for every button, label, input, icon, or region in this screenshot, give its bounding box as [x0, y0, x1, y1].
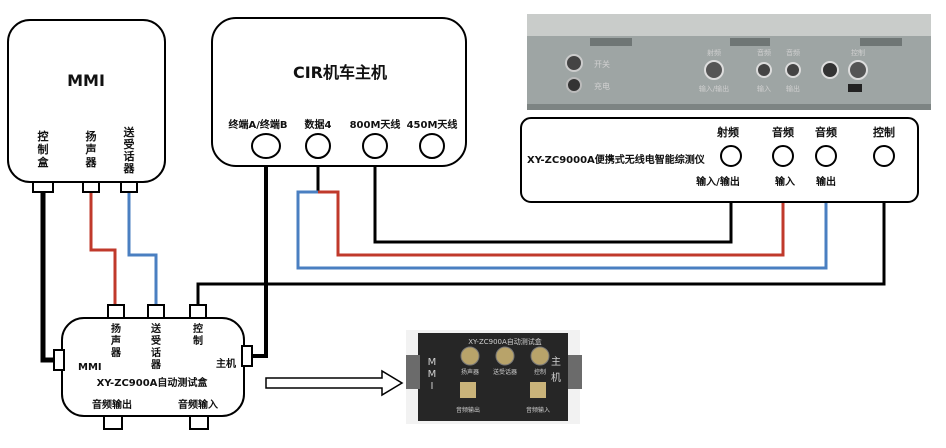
tester-port-audio-in-label: 音频: [772, 125, 794, 139]
tester-label-in: 输入: [775, 175, 795, 188]
box-photo-title: XY-ZC900A自动测试盒: [468, 337, 542, 346]
mmi-port-control: [32, 181, 54, 193]
mmi-port-handset: [120, 181, 138, 193]
box-photo-speaker: 扬声器: [461, 368, 479, 376]
cir-port-terminal: [251, 133, 281, 159]
mmi-port-label-handset: 送受话器: [123, 125, 136, 175]
wire-rf: [373, 158, 733, 244]
wire-mmi-control: [40, 190, 62, 363]
box-photo-audio-out: 音频输出: [456, 406, 480, 414]
tester-port-rf-label: 射频: [716, 125, 739, 139]
wire-speaker: [89, 188, 117, 305]
wire-handset: [127, 190, 158, 305]
photo-label-rf-io: 输入/输出: [699, 84, 729, 93]
cir-port-data-label: 数据4: [305, 118, 332, 131]
box-port-control: [189, 304, 207, 319]
box-photo-audio-in: 音频输入: [526, 406, 550, 414]
cir-port-terminal-label: 终端A/终端B: [228, 118, 287, 131]
wire-data4-blue: [296, 168, 828, 270]
photo-label-in: 输入: [757, 84, 771, 93]
photo-label-control: 控制: [851, 48, 865, 57]
box-port-mmi: [53, 349, 65, 371]
arrow-to-photo: [265, 369, 404, 397]
mmi-port-speaker: [82, 181, 100, 193]
cir-port-450: [419, 133, 445, 159]
box-port-label-control: 控制: [193, 322, 203, 347]
box-port-audio-out: [103, 415, 123, 430]
tester-port-audio-out-label: 音频: [815, 125, 837, 139]
tester-port-rf: [720, 145, 742, 167]
mmi-port-label-control: 控制盒: [37, 129, 50, 169]
box-photo-handset: 送受话器: [493, 368, 517, 376]
cir-port-data: [305, 133, 331, 159]
box-label-audio-out: 音频输出: [92, 398, 132, 411]
cir-title: CIR机车主机: [293, 63, 387, 82]
tester-port-control-label: 控制: [873, 125, 895, 139]
tester-photo: 开关 充电 射频 音频 音频 控制 输入/输出 输入 输出: [527, 14, 931, 110]
photo-label-audio1: 音频: [757, 48, 771, 57]
box-port-audio-in: [189, 415, 209, 430]
box-label-mmi: MMI: [78, 362, 102, 373]
box-photo-control: 控制: [534, 368, 546, 376]
box-label-host: 主机: [216, 357, 236, 370]
cir-port-450-label: 450M天线: [407, 118, 458, 131]
cir-host: [211, 17, 467, 167]
photo-label-audio2: 音频: [786, 48, 800, 57]
wire-control: [196, 168, 886, 305]
wire-data4-red: [318, 168, 785, 257]
box-title: XY-ZC900A自动测试盒: [97, 376, 209, 389]
box-label-audio-in: 音频输入: [178, 398, 218, 411]
tester-label-rf-io: 输入/输出: [696, 175, 740, 188]
box-port-label-handset: 送受话器: [150, 322, 162, 371]
tester-port-audio-out: [815, 145, 837, 167]
box-port-host: [241, 345, 253, 367]
photo-label-switch: 开关: [594, 59, 610, 69]
tester-unit: [520, 117, 919, 203]
tester-port-control: [873, 145, 895, 167]
box-port-speaker: [107, 304, 125, 319]
wire-terminal: [244, 158, 268, 358]
photo-label-out: 输出: [786, 84, 800, 93]
photo-label-rf: 射频: [707, 48, 721, 57]
tester-label-out: 输出: [816, 175, 836, 188]
box-photo-side-right: 主机: [551, 356, 561, 384]
box-port-handset: [147, 304, 165, 319]
cir-port-800: [362, 133, 388, 159]
tester-port-audio-in: [772, 145, 794, 167]
box-port-label-speaker: 扬声器: [110, 322, 122, 359]
tester-title: XY-ZC9000A便携式无线电智能综测仪: [527, 153, 706, 166]
mmi-port-label-speaker: 扬声器: [85, 129, 98, 169]
mmi-title: MMI: [67, 71, 105, 90]
cir-port-800-label: 800M天线: [350, 118, 401, 131]
photo-label-charge: 充电: [594, 81, 610, 91]
